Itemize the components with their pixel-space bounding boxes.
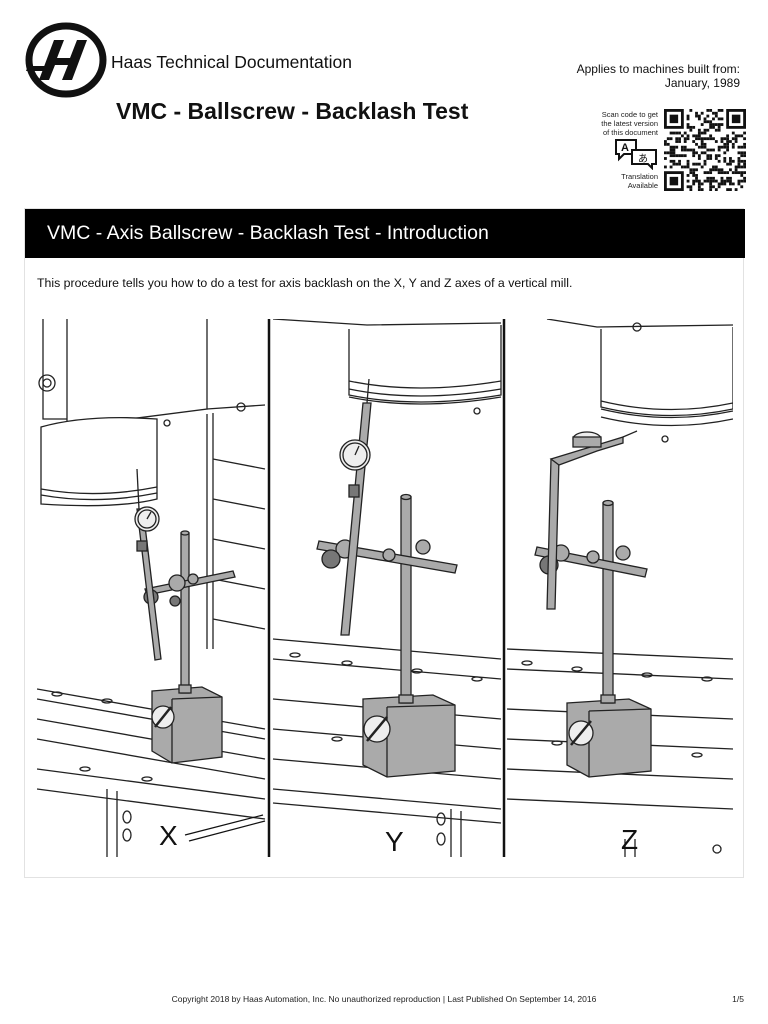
- panel-x: [37, 319, 266, 857]
- qr-code-icon[interactable]: [664, 108, 746, 192]
- translation-available-text: Translation Available: [578, 172, 658, 190]
- translation-line-1: Translation: [621, 172, 658, 181]
- motion-arrows: [184, 814, 266, 842]
- panel-y: [272, 319, 502, 857]
- axis-label-x: X: [159, 820, 178, 851]
- intro-paragraph: This procedure tells you how to do a tes…: [37, 276, 573, 290]
- translation-line-2: Available: [627, 181, 658, 190]
- scan-code-text: Scan code to get the latest version of t…: [578, 110, 658, 137]
- panel-z: [506, 319, 733, 857]
- qr-block: Scan code to get the latest version of t…: [586, 108, 746, 194]
- brand-name: Haas Technical Documentation: [111, 52, 352, 72]
- applies-to-note: Applies to machines built from: January,…: [520, 62, 740, 90]
- scan-line-3: of this document: [602, 128, 658, 137]
- translate-glyph-b: あ: [638, 153, 648, 165]
- scan-line-1: Scan code to get: [601, 110, 658, 119]
- haas-logo-icon: [25, 22, 107, 98]
- page-number: 1/5: [732, 994, 744, 1004]
- axis-label-z: Z: [621, 824, 638, 855]
- backlash-test-figure: X Y Z: [37, 319, 733, 857]
- translation-icon: A あ: [615, 139, 657, 170]
- document-title: VMC - Ballscrew - Backlash Test: [116, 98, 469, 124]
- section-title: VMC - Axis Ballscrew - Backlash Test - I…: [25, 209, 745, 258]
- scan-line-2: the latest version: [601, 119, 658, 128]
- content-card: VMC - Axis Ballscrew - Backlash Test - I…: [24, 208, 745, 878]
- axis-label-y: Y: [385, 826, 404, 857]
- applies-line-1: Applies to machines built from:: [576, 62, 740, 76]
- translate-glyph-a: A: [621, 142, 629, 154]
- applies-line-2: January, 1989: [664, 76, 740, 90]
- copyright-text: Copyright 2018 by Haas Automation, Inc. …: [171, 994, 597, 1004]
